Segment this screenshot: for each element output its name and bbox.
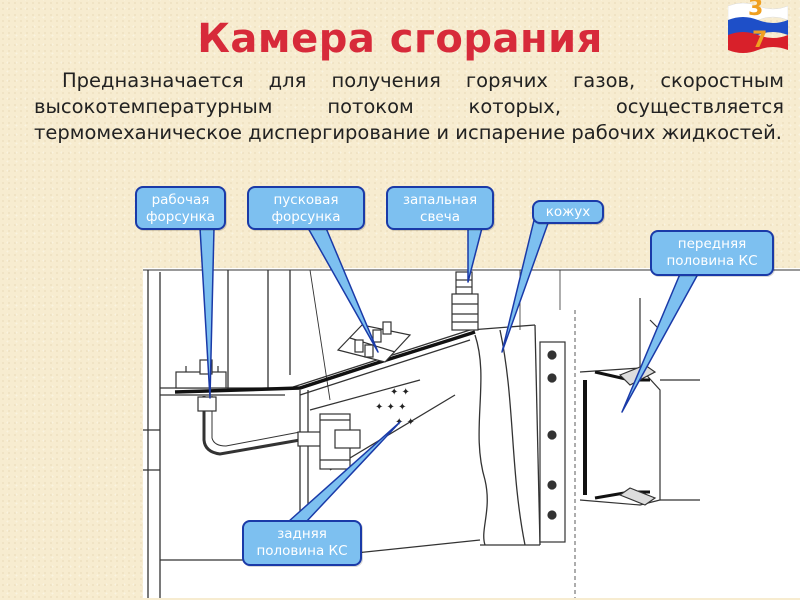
callout-spark-plug: запальная свеча (386, 186, 494, 230)
callout-front-half: передняя половина КС (650, 230, 774, 276)
callout-rear-half-line1: задняя (277, 526, 327, 542)
callout-front-half-line1: передняя (677, 236, 747, 252)
callout-rear-half-line2: половина КС (256, 543, 348, 559)
flag-badge: 3 7 (727, 0, 789, 54)
page-number-bottom: 7 (752, 28, 768, 53)
callout-start-injector: пусковая форсунка (247, 186, 365, 230)
svg-text:✦ ✦ ✦: ✦ ✦ ✦ (375, 402, 407, 413)
casing-wall (174, 330, 476, 394)
callout-working-injector: рабочая форсунка (135, 186, 226, 230)
callout-rear-half: задняя половина КС (242, 520, 362, 566)
callout-start-injector-line1: пусковая (273, 192, 339, 208)
description-text: Предназначается для получения горячих га… (34, 69, 784, 144)
callout-casing: кожух (532, 200, 604, 224)
front-half-drawing (539, 298, 700, 543)
swirler-assembly (297, 413, 361, 470)
callout-start-injector-line2: форсунка (271, 209, 341, 225)
callout-front-half-line2: половина КС (666, 253, 758, 269)
callout-spark-plug-line1: запальная (402, 192, 478, 208)
callout-working-injector-line2: форсунка (145, 209, 216, 225)
svg-text:✦ ✦: ✦ ✦ (395, 417, 415, 428)
callout-working-injector-line1: рабочая (151, 192, 210, 208)
page-number-top: 3 (748, 0, 764, 21)
callout-casing-line1: кожух (545, 204, 591, 220)
svg-text:✦ ✦: ✦ ✦ (390, 387, 410, 398)
liner-perforations: ✦ ✦ ✦ ✦ ✦ ✦ ✦ (375, 387, 415, 428)
russian-flag-icon (727, 2, 789, 53)
callout-spark-plug-line2: свеча (420, 209, 460, 225)
slide-title: Камера сгорания (197, 16, 603, 62)
